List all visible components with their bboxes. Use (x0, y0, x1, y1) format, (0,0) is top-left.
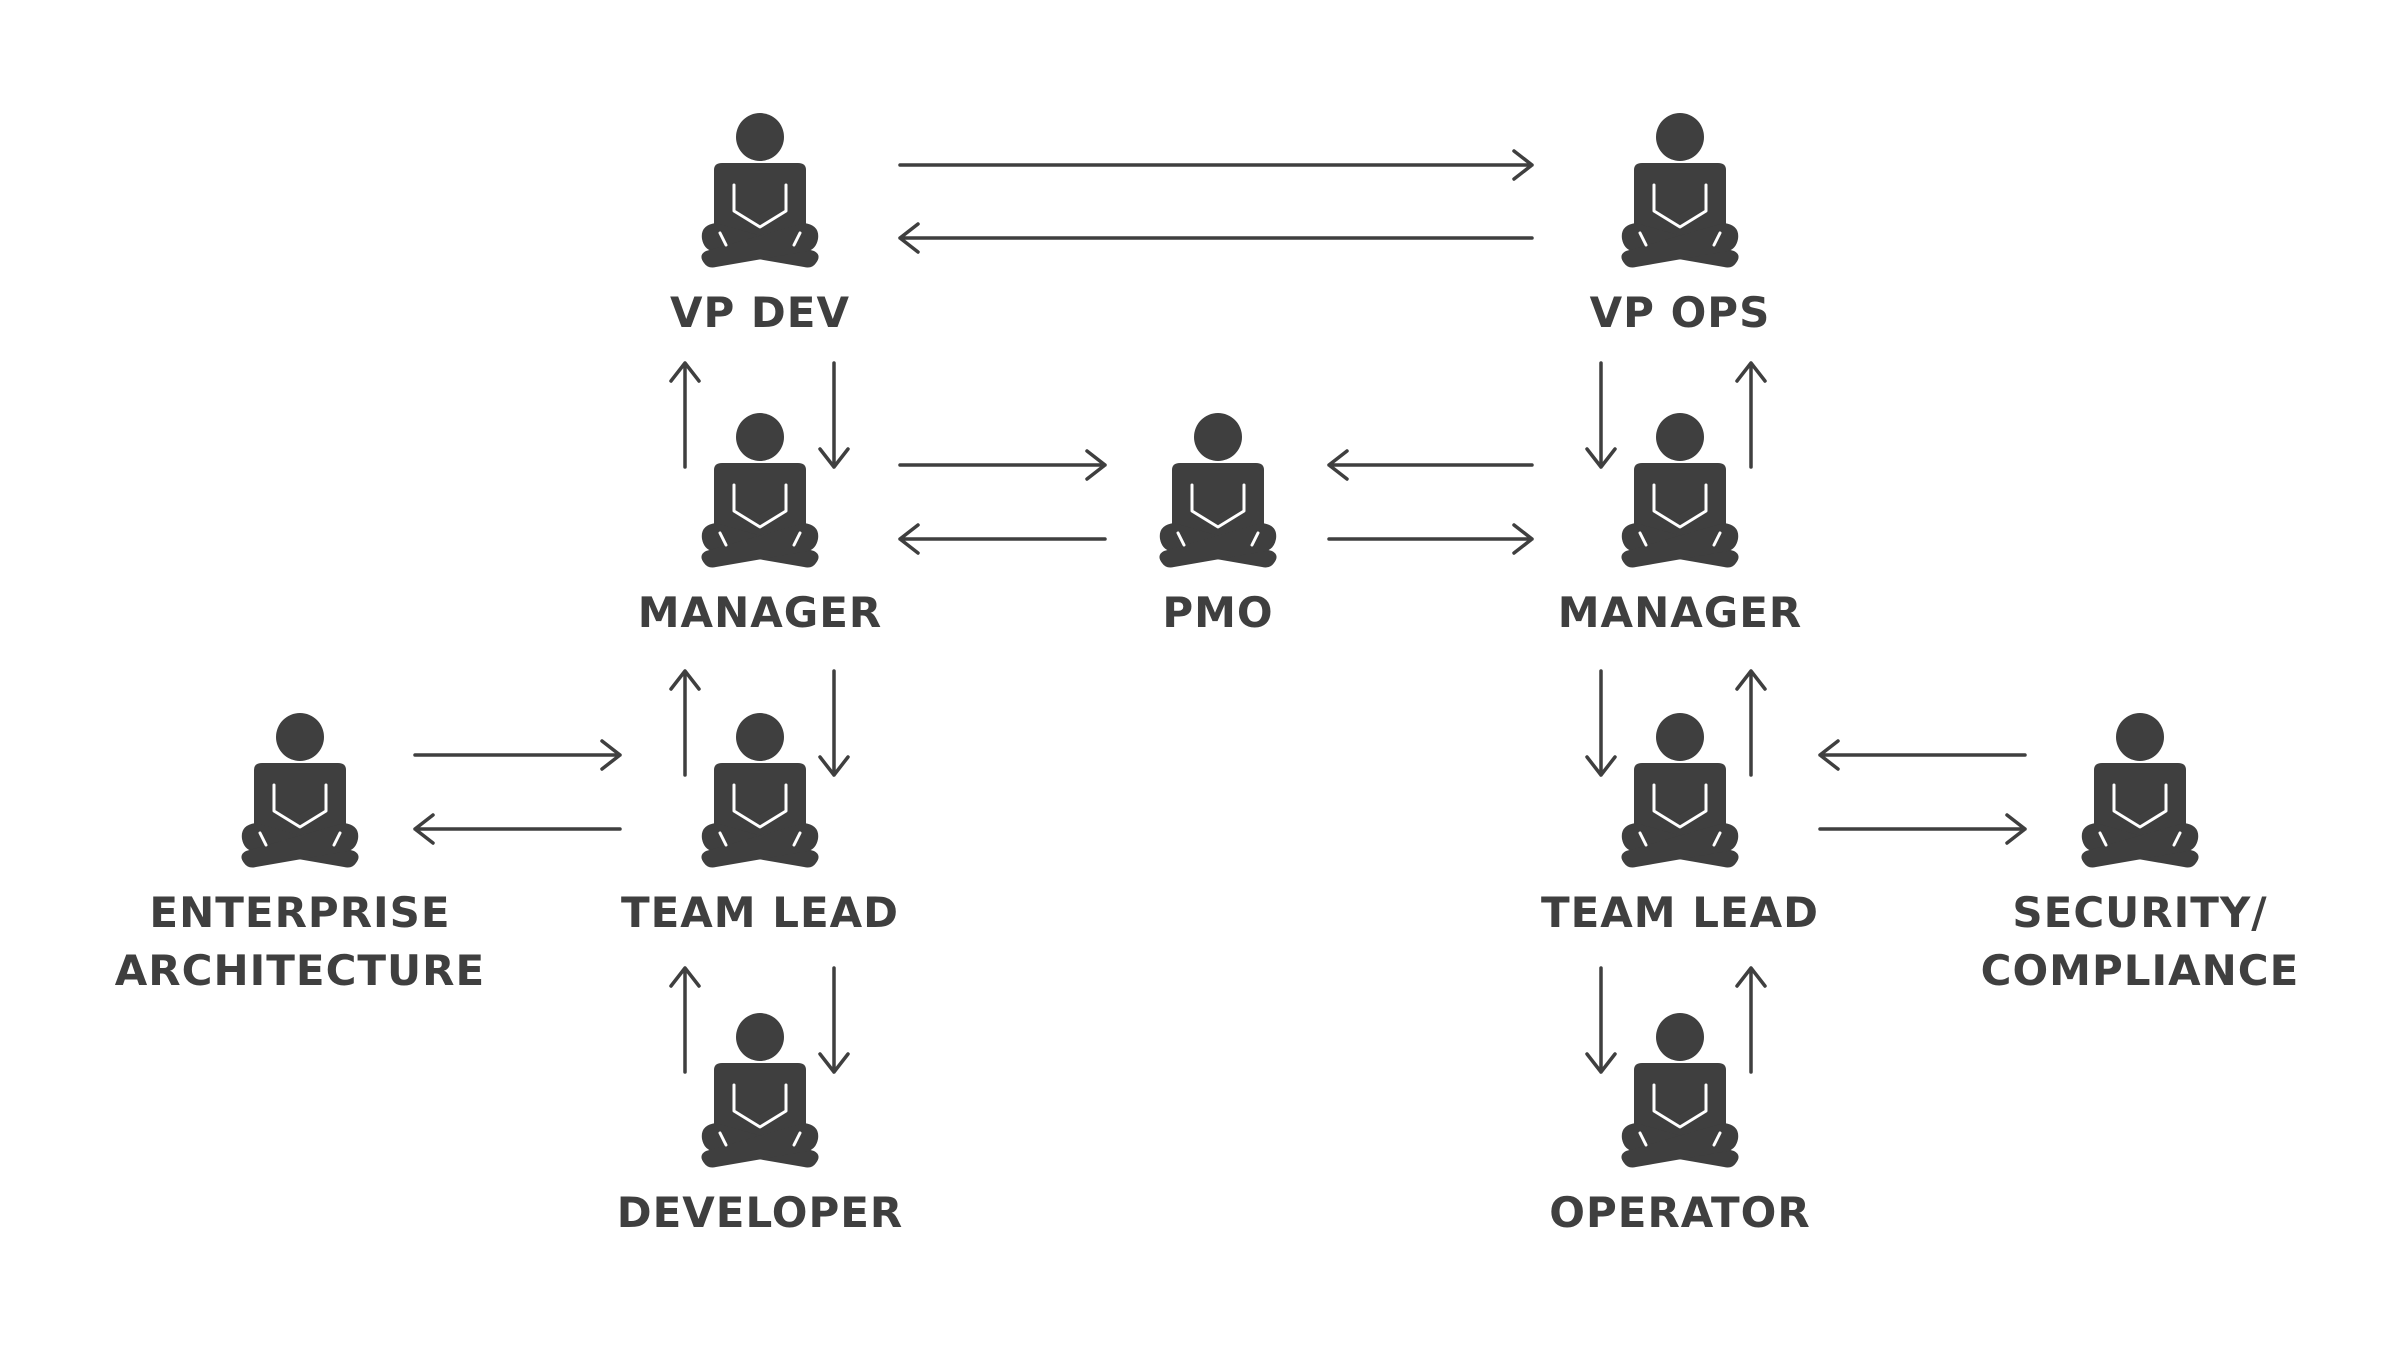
vp-ops-label: VP OPS (1590, 288, 1771, 337)
node-vp-ops: VP OPS (1590, 111, 1771, 337)
developer-label: DEVELOPER (617, 1188, 904, 1237)
person-icon (1619, 711, 1741, 869)
person-icon (2079, 711, 2201, 869)
arrow-vp-ops-to-vp-dev (898, 222, 1534, 254)
arrow-operator-to-team-lead-ops (1735, 966, 1767, 1074)
person-icon (1157, 411, 1279, 569)
person-icon (699, 1011, 821, 1169)
arrow-manager-ops-to-vp-ops (1735, 361, 1767, 469)
arrow-manager-dev-to-pmo (898, 449, 1107, 481)
security-compliance-label-line1: SECURITY/ (2012, 888, 2267, 937)
node-team-lead-dev: TEAM LEAD (621, 711, 899, 937)
operator-label: OPERATOR (1549, 1188, 1810, 1237)
person-icon (239, 711, 361, 869)
enterprise-architecture-label-line1: ENTERPRISE (149, 888, 450, 937)
person-icon (1619, 111, 1741, 269)
person-icon (1619, 1011, 1741, 1169)
node-pmo: PMO (1157, 411, 1279, 637)
pmo-label: PMO (1162, 588, 1273, 637)
arrow-pmo-to-manager-dev (898, 523, 1107, 555)
arrow-security-compliance-to-team-lead-ops (1818, 739, 2027, 771)
arrow-pmo-to-manager-ops (1327, 523, 1534, 555)
enterprise-architecture-label-line2: ARCHITECTURE (115, 946, 485, 995)
arrow-team-lead-dev-to-developer (818, 966, 850, 1074)
person-icon (699, 711, 821, 869)
node-security-compliance: SECURITY/ COMPLIANCE (1981, 711, 2300, 995)
arrow-manager-ops-to-team-lead-ops (1585, 669, 1617, 777)
arrow-vp-dev-to-vp-ops (898, 149, 1534, 181)
arrow-enterprise-architecture-to-team-lead-dev (413, 739, 622, 771)
team-lead-dev-label: TEAM LEAD (621, 888, 899, 937)
vp-dev-label: VP DEV (670, 288, 850, 337)
arrow-vp-ops-to-manager-ops (1585, 361, 1617, 469)
node-team-lead-ops: TEAM LEAD (1541, 711, 1819, 937)
team-lead-ops-label: TEAM LEAD (1541, 888, 1819, 937)
person-icon (1619, 411, 1741, 569)
arrow-team-lead-ops-to-security-compliance (1818, 813, 2027, 845)
arrow-developer-to-team-lead-dev (669, 966, 701, 1074)
manager-dev-label: MANAGER (638, 588, 882, 637)
arrow-team-lead-ops-to-operator (1585, 966, 1617, 1074)
node-manager-ops: MANAGER (1558, 411, 1802, 637)
security-compliance-label-line2: COMPLIANCE (1981, 946, 2300, 995)
person-icon (699, 111, 821, 269)
arrow-team-lead-ops-to-manager-ops (1735, 669, 1767, 777)
node-enterprise-architecture: ENTERPRISE ARCHITECTURE (115, 711, 485, 995)
manager-ops-label: MANAGER (1558, 588, 1802, 637)
node-vp-dev: VP DEV (670, 111, 850, 337)
person-icon (699, 411, 821, 569)
arrow-manager-dev-to-vp-dev (669, 361, 701, 469)
arrow-manager-dev-to-team-lead-dev (818, 669, 850, 777)
arrow-vp-dev-to-manager-dev (818, 361, 850, 469)
arrow-team-lead-dev-to-enterprise-architecture (413, 813, 622, 845)
node-operator: OPERATOR (1549, 1011, 1810, 1237)
node-manager-dev: MANAGER (638, 411, 882, 637)
arrow-manager-ops-to-pmo (1327, 449, 1534, 481)
arrow-team-lead-dev-to-manager-dev (669, 669, 701, 777)
node-developer: DEVELOPER (617, 1011, 904, 1237)
